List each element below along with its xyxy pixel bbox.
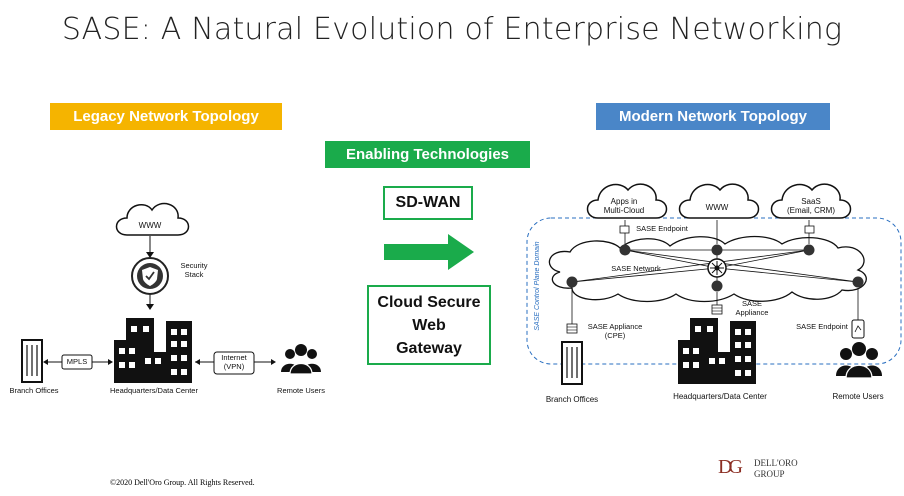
logo-line-1: DELL'ORO xyxy=(754,458,798,468)
security-stack-label: Security Stack xyxy=(180,261,208,279)
legacy-topology-header: Legacy Network Topology xyxy=(50,103,282,130)
apps-multicloud-label: Apps in Multi-Cloud xyxy=(603,197,645,216)
sase-appliance-cpe-label: SASE Appliance (CPE) xyxy=(587,322,643,340)
delloro-logo-text: DELL'ORO GROUP xyxy=(754,458,798,480)
modern-topology-header: Modern Network Topology xyxy=(596,103,830,130)
legacy-hq-label: Headquarters/Data Center xyxy=(110,386,198,395)
sase-network-label: SASE Network xyxy=(611,264,661,273)
modern-diagram xyxy=(526,183,902,385)
internet-vpn-label: Internet (VPN) xyxy=(221,353,247,371)
sase-node-shield-icons xyxy=(566,244,864,292)
sase-appliance-cpe-icon xyxy=(566,323,578,334)
legacy-branch-building-icon xyxy=(21,339,43,383)
modern-hq-buildings-icon xyxy=(678,318,756,384)
apps-multicloud-cloud-icon xyxy=(586,183,668,219)
modern-remote-users-icon xyxy=(836,342,882,379)
sase-appliance-hq-icon xyxy=(711,304,723,315)
evolution-arrow xyxy=(384,234,474,270)
modern-remote-users-label: Remote Users xyxy=(832,392,884,401)
sase-endpoint-right-label: SASE Endpoint xyxy=(796,322,848,331)
saas-cloud-icon xyxy=(770,183,852,219)
delloro-logo-mark: DG xyxy=(718,456,743,478)
legacy-diagram xyxy=(21,202,321,383)
logo-line-2: GROUP xyxy=(754,469,785,479)
cloud-secure-web-gateway-box: Cloud Secure Web Gateway xyxy=(367,285,491,365)
sase-network-hub-icon xyxy=(707,258,727,278)
modern-www-label: WWW xyxy=(705,203,729,212)
modern-hq-label: Headquarters/Data Center xyxy=(673,392,767,401)
legacy-www-cloud-icon xyxy=(115,202,190,236)
sase-endpoint-top-icon xyxy=(619,225,630,234)
swg-line-2: Web xyxy=(412,316,446,334)
sase-appliance-label: SASE Appliance xyxy=(735,299,769,317)
legacy-hq-buildings-icon xyxy=(114,318,192,383)
swg-line-1: Cloud Secure xyxy=(377,293,481,311)
copyright-text: ©2020 Dell'Oro Group. All Rights Reserve… xyxy=(110,478,255,487)
modern-branch-building-icon xyxy=(561,341,583,385)
sase-control-plane-label: SASE Control Plane Domain xyxy=(533,241,541,331)
legacy-remote-users-label: Remote Users xyxy=(277,386,325,395)
saas-label: SaaS (Email, CRM) xyxy=(787,197,835,216)
modern-branch-offices-label: Branch Offices xyxy=(545,395,599,404)
mpls-label: MPLS xyxy=(66,357,88,366)
enabling-technologies-header: Enabling Technologies xyxy=(325,141,530,168)
legacy-www-label: WWW xyxy=(138,221,162,230)
security-stack-shield-icon xyxy=(131,257,169,295)
sdwan-box: SD-WAN xyxy=(383,186,473,220)
modern-www-cloud-icon xyxy=(678,183,760,219)
sase-endpoint-phone-icon xyxy=(851,319,865,339)
swg-line-3: Gateway xyxy=(396,339,462,357)
sase-endpoint-saas-icon xyxy=(804,225,815,234)
page-title: SASE: A Natural Evolution of Enterprise … xyxy=(61,12,843,47)
sase-endpoint-top-label: SASE Endpoint xyxy=(636,224,688,233)
legacy-branch-offices-label: Branch Offices xyxy=(9,386,59,395)
legacy-remote-users-icon xyxy=(281,344,321,375)
